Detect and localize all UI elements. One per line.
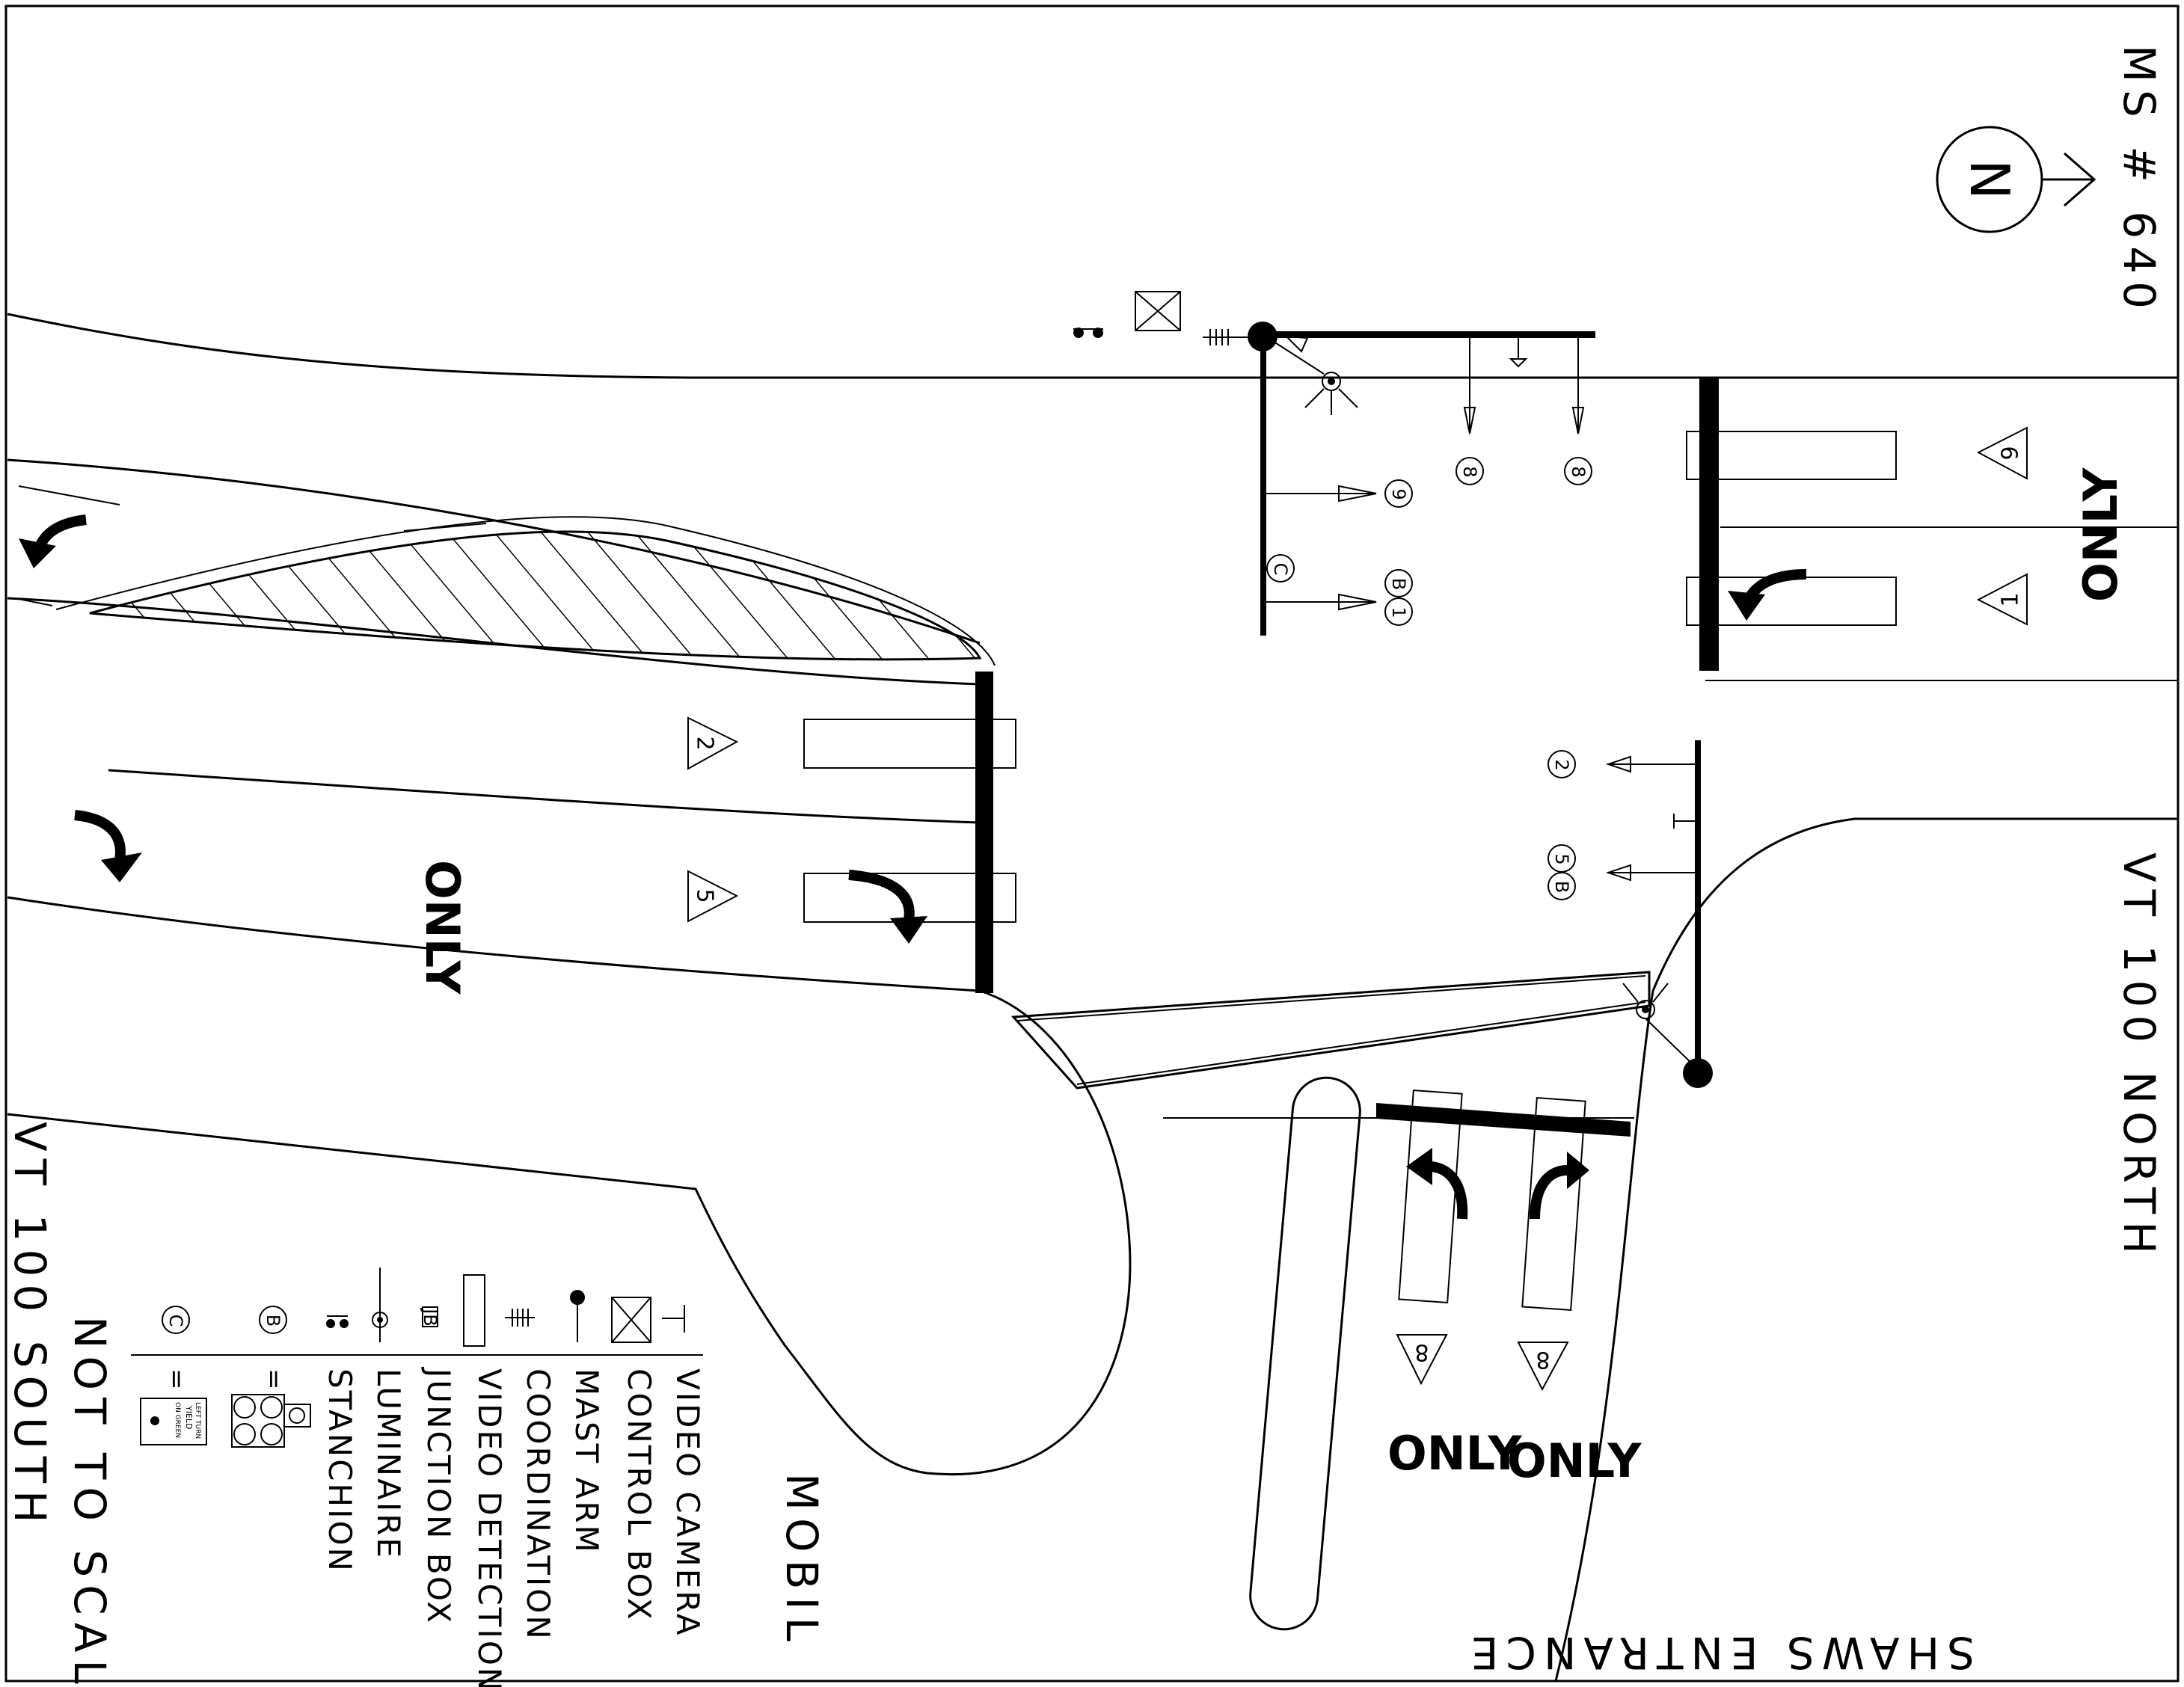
triangle-8a: 8	[1414, 1339, 1429, 1365]
legend-luminaire: LUMINAIRE	[370, 1368, 407, 1560]
sheet-border	[4, 4, 2180, 1683]
label-mobil: MOBIL	[776, 1473, 827, 1649]
luminaire-north	[1271, 335, 1358, 415]
head-5b-sub: B	[1551, 881, 1572, 893]
only-west: ONLY	[415, 860, 470, 995]
video-detection-zones	[803, 431, 1897, 1312]
head-8b: 8	[1568, 466, 1589, 477]
label-vt100-south: VT 100 SOUTH	[4, 1122, 55, 1531]
stop-bar-south	[1376, 1103, 1631, 1137]
mast-arm-north	[1203, 322, 1595, 636]
triangle-5: 5	[692, 888, 718, 903]
legend-video-detection: VIDEO DETECTION	[471, 1368, 508, 1687]
head-9: 9	[1388, 488, 1409, 500]
legend-equals-b: =	[259, 1368, 289, 1390]
legend-sign-line3: ON GREEN	[174, 1402, 181, 1438]
legend-mast-arm: MAST ARM	[568, 1368, 605, 1555]
legend-control-box: CONTROL BOX	[621, 1368, 657, 1622]
legend-c: C	[165, 1315, 186, 1327]
head-2: 2	[1551, 759, 1572, 770]
legend-yield-sign: LEFT TURN YIELD ON GREEN	[140, 1398, 207, 1445]
north-arrow: N	[1936, 126, 2096, 233]
pavement-arrows	[19, 514, 1807, 1220]
stop-bar-west	[975, 672, 993, 993]
legend-jb: JB	[420, 1307, 441, 1327]
label-not-to-scale: NOT TO SCALE	[64, 1316, 115, 1687]
luminaire-south	[1622, 983, 1699, 1070]
triangle-2: 2	[692, 736, 718, 750]
triangle-9: 9	[1998, 446, 2024, 460]
legend-video-camera: VIDEO CAMERA	[669, 1368, 706, 1637]
ped-c: C	[1270, 563, 1291, 576]
head-8a: 8	[1459, 466, 1480, 477]
ms-number: MS # 640	[2114, 45, 2165, 316]
legend-sign-line1: LEFT TURN	[194, 1402, 201, 1439]
legend-signal-head-symbol	[231, 1394, 311, 1448]
label-shaws-entrance: SHAWS ENTRANCE	[1464, 1627, 1975, 1678]
gore-island	[89, 530, 982, 661]
legend-equals-c: =	[162, 1368, 191, 1390]
triangle-1: 1	[1998, 592, 2024, 606]
triangle-8b: 8	[1536, 1347, 1550, 1373]
legend-b: B	[263, 1315, 283, 1327]
legend: JB B C VIDEO CAMERA CONTROL BOX MAST ARM…	[131, 1267, 706, 1687]
head-5b: 5	[1551, 853, 1572, 864]
only-south-right: ONLY	[1507, 1434, 1642, 1488]
legend-sign-line2: YIELD	[184, 1405, 194, 1430]
north-letter: N	[1958, 159, 2021, 200]
crosswalk	[1010, 971, 1651, 1090]
legend-coordination: COORDINATION	[520, 1368, 556, 1641]
stanchion	[1073, 328, 1103, 338]
roadway-edges	[7, 313, 2178, 1682]
signal-heads: 8 8 9 B 1 C 2 5 B	[1266, 457, 1592, 900]
stop-bar-east	[1699, 378, 1719, 671]
median-island	[1249, 1076, 1361, 1631]
label-vt100-north: VT 100 NORTH	[2114, 852, 2165, 1262]
legend-junction-box: JUNCTION BOX	[420, 1366, 457, 1625]
head-1b: 1	[1388, 606, 1409, 618]
phase-triangles: 2 5 9 1 8 8	[687, 426, 2028, 1392]
head-1b-sub: B	[1388, 578, 1409, 590]
only-south-left: ONLY	[1387, 1426, 1522, 1481]
mast-arm-south	[1605, 740, 1713, 1088]
only-east-label: ONLY	[2073, 467, 2128, 602]
control-box	[1135, 291, 1181, 331]
legend-stanchion: STANCHION	[322, 1368, 358, 1573]
